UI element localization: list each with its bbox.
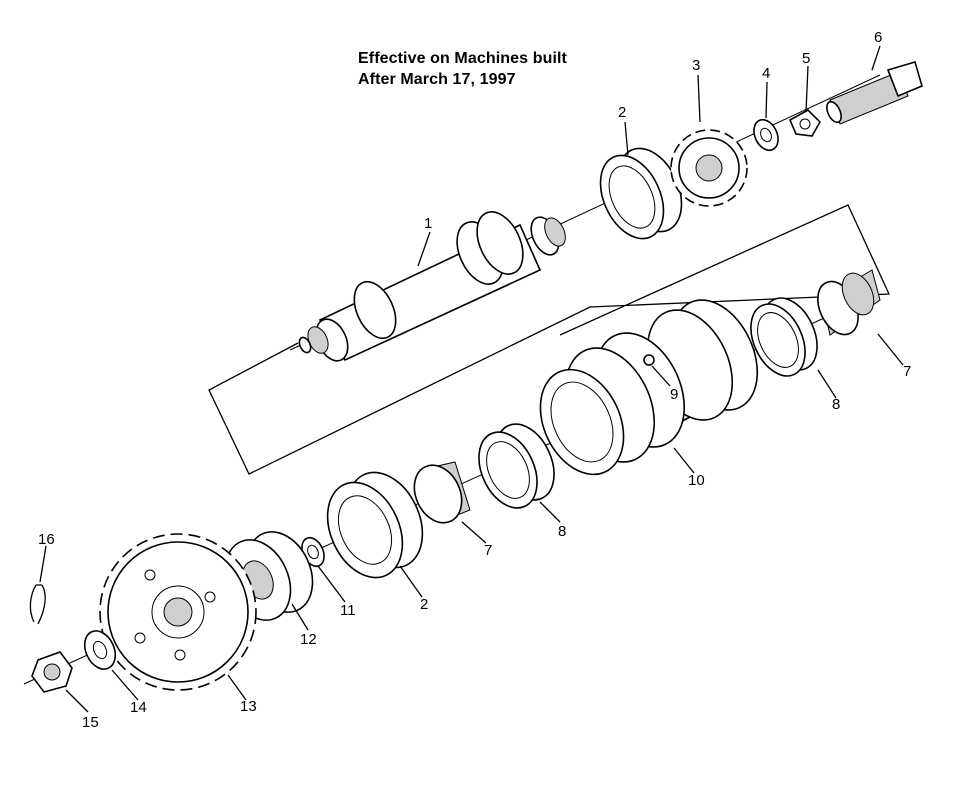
- large-sprocket-part: [99, 533, 257, 691]
- cotter-pin-part: [29, 584, 46, 625]
- callout-8-upper: 8: [832, 396, 840, 413]
- callout-15: 15: [82, 714, 99, 731]
- effectivity-note-line2: After March 17, 1997: [358, 71, 516, 88]
- pin-part: [643, 354, 655, 366]
- callout-7-lower: 7: [484, 542, 492, 559]
- bolt-part: [826, 61, 923, 125]
- shaft-part: [298, 211, 566, 362]
- callout-2-upper: 2: [618, 104, 626, 121]
- small-sprocket-part: [670, 129, 748, 207]
- callout-6: 6: [874, 29, 882, 46]
- callout-16: 16: [38, 531, 55, 548]
- race-upper-part: [750, 297, 818, 377]
- callout-3: 3: [692, 57, 700, 74]
- effectivity-note-line1: Effective on Machines built: [358, 50, 567, 67]
- bearing-lower-part: [326, 471, 424, 579]
- callout-14: 14: [130, 699, 147, 716]
- bearing-upper-part: [599, 147, 683, 240]
- race-lower-part: [478, 423, 555, 509]
- castle-nut-part: [31, 651, 73, 693]
- callout-2-lower: 2: [420, 596, 428, 613]
- washer-lower-part: [83, 630, 117, 670]
- callout-1: 1: [424, 215, 432, 232]
- callout-9: 9: [670, 386, 678, 403]
- lock-tab-part: [788, 109, 821, 137]
- cone-bearing-upper-part: [817, 269, 881, 336]
- callout-7-upper: 7: [903, 363, 911, 380]
- leader-lines: [39, 45, 904, 713]
- cone-bearing-lower-part: [413, 461, 471, 524]
- callout-12: 12: [300, 631, 317, 648]
- callout-4: 4: [762, 65, 770, 82]
- washer-upper-part: [753, 118, 779, 152]
- callout-11: 11: [340, 602, 356, 619]
- callout-5: 5: [802, 50, 810, 67]
- drum-part: [539, 299, 759, 476]
- assembly-group-outline: [208, 204, 890, 475]
- callout-13: 13: [240, 698, 257, 715]
- callout-10: 10: [688, 472, 705, 489]
- effectivity-note: Effective on Machines built After March …: [358, 48, 567, 90]
- callout-8-lower: 8: [558, 523, 566, 540]
